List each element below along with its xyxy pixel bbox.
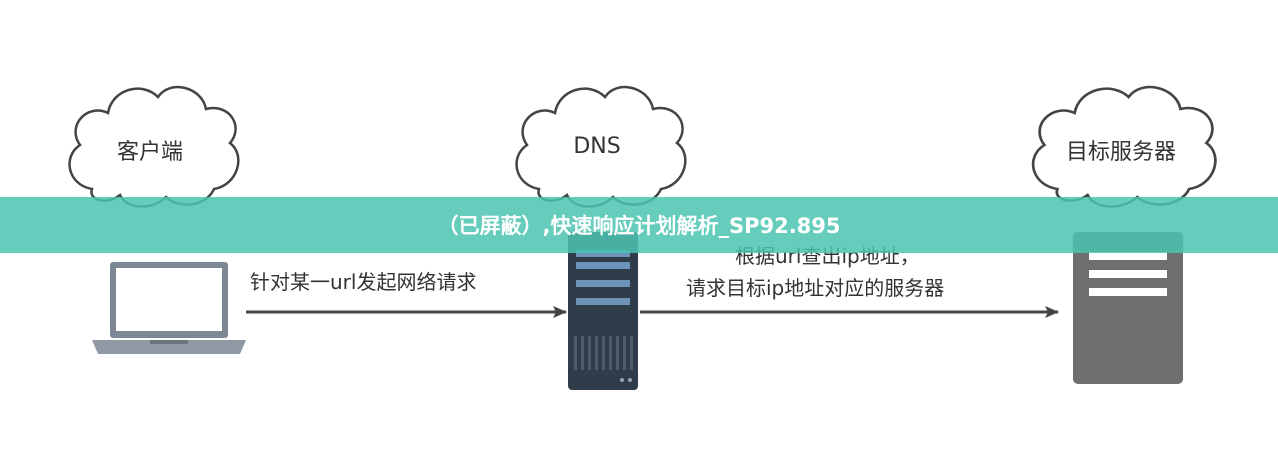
target-server-label: 目标服务器 <box>1065 140 1177 165</box>
title-banner: （已屏蔽）,快速响应计划解析_SP92.895 <box>0 197 1278 253</box>
target-server-icon <box>1073 232 1183 384</box>
client-label: 客户端 <box>116 140 184 165</box>
dns-label: DNS <box>573 134 621 159</box>
dns-server-icon <box>568 232 638 390</box>
banner-text: （已屏蔽）,快速响应计划解析_SP92.895 <box>437 214 841 238</box>
laptop-icon <box>92 262 246 354</box>
edge-label-request: 针对某一url发起网络请求 <box>250 270 477 294</box>
edge-label-resolve-line2: 请求目标ip地址对应的服务器 <box>686 276 945 300</box>
